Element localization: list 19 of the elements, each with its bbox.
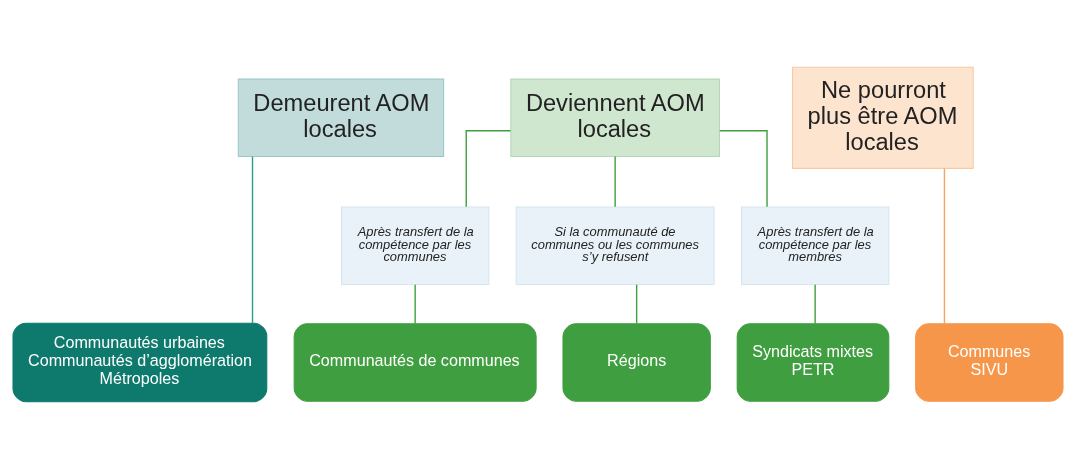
connector xyxy=(465,129,512,208)
connector xyxy=(943,167,946,324)
node-box: Après transfert de la compétence par les communes xyxy=(340,206,490,285)
connector xyxy=(251,155,254,324)
node-box: Communautés de communes xyxy=(293,322,537,402)
node-box: Communautés urbaines Communautés d’agglomération Métropoles xyxy=(12,322,268,402)
node-box: Ne pourront plus être AOM locales xyxy=(792,66,974,169)
node-box: Après transfert de la compétence par les membres xyxy=(740,206,890,285)
node-box: Régions xyxy=(562,322,711,402)
node-box: Demeurent AOM locales xyxy=(237,78,445,157)
node-box: Communes SIVU xyxy=(915,322,1064,402)
connector xyxy=(414,283,416,324)
node-box: Syndicats mixtes PETR xyxy=(736,322,890,402)
connector xyxy=(719,129,768,208)
node-box: Deviennent AOM locales xyxy=(510,78,720,157)
connector xyxy=(814,283,816,324)
node-box: Si la communauté de communes ou les communes s’y refusent xyxy=(515,206,715,285)
connector xyxy=(635,283,638,324)
connector xyxy=(614,155,616,207)
